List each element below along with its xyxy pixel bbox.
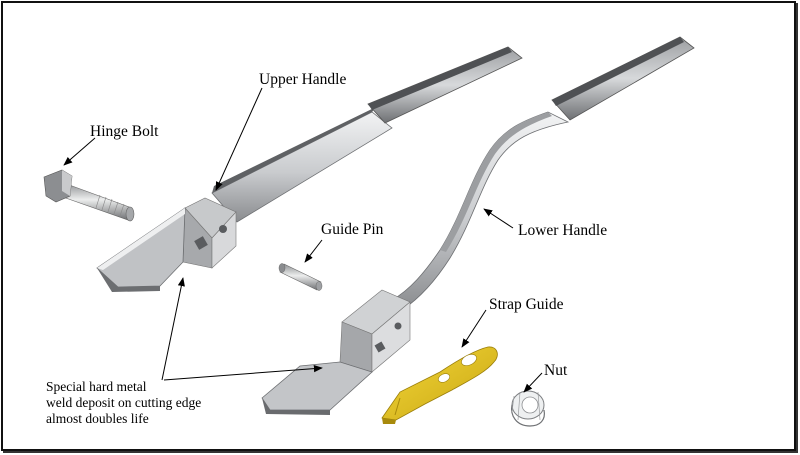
arrow-guide-pin [304,239,323,263]
guide-pin [278,263,323,291]
note-line-1: Special hard metal [46,379,147,394]
lower-handle [261,36,695,415]
hinge-bolt [43,169,135,222]
label-hinge-bolt: Hinge Bolt [90,123,159,140]
arrow-strap-guide [461,309,487,348]
label-guide-pin: Guide Pin [321,221,384,238]
leader-lines [63,87,543,393]
arrow-hinge-bolt [63,137,96,166]
upper-handle [96,46,523,292]
label-nut: Nut [544,362,568,379]
upper-handle-square-hole [194,236,208,250]
label-upper-handle: Upper Handle [259,71,347,88]
note-line-2: weld deposit on cutting edge [46,395,202,410]
lower-handle-pin-hole [394,322,402,330]
arrow-note-upper-blade [161,277,185,381]
arrow-lower-handle [483,208,514,229]
nut [511,390,545,427]
upper-handle-pin-hole [219,225,227,233]
arrow-nut [523,372,543,393]
strap-guide [381,346,498,424]
label-lower-handle: Lower Handle [518,222,608,239]
arrow-upper-handle [215,87,263,191]
label-strap-guide: Strap Guide [489,296,564,313]
arrow-note-lower-blade [163,365,323,381]
note-line-3: almost doubles life [46,411,149,426]
lower-handle-square-hole [374,341,386,353]
label-hard-metal-note: Special hard metal weld deposit on cutti… [46,379,201,427]
